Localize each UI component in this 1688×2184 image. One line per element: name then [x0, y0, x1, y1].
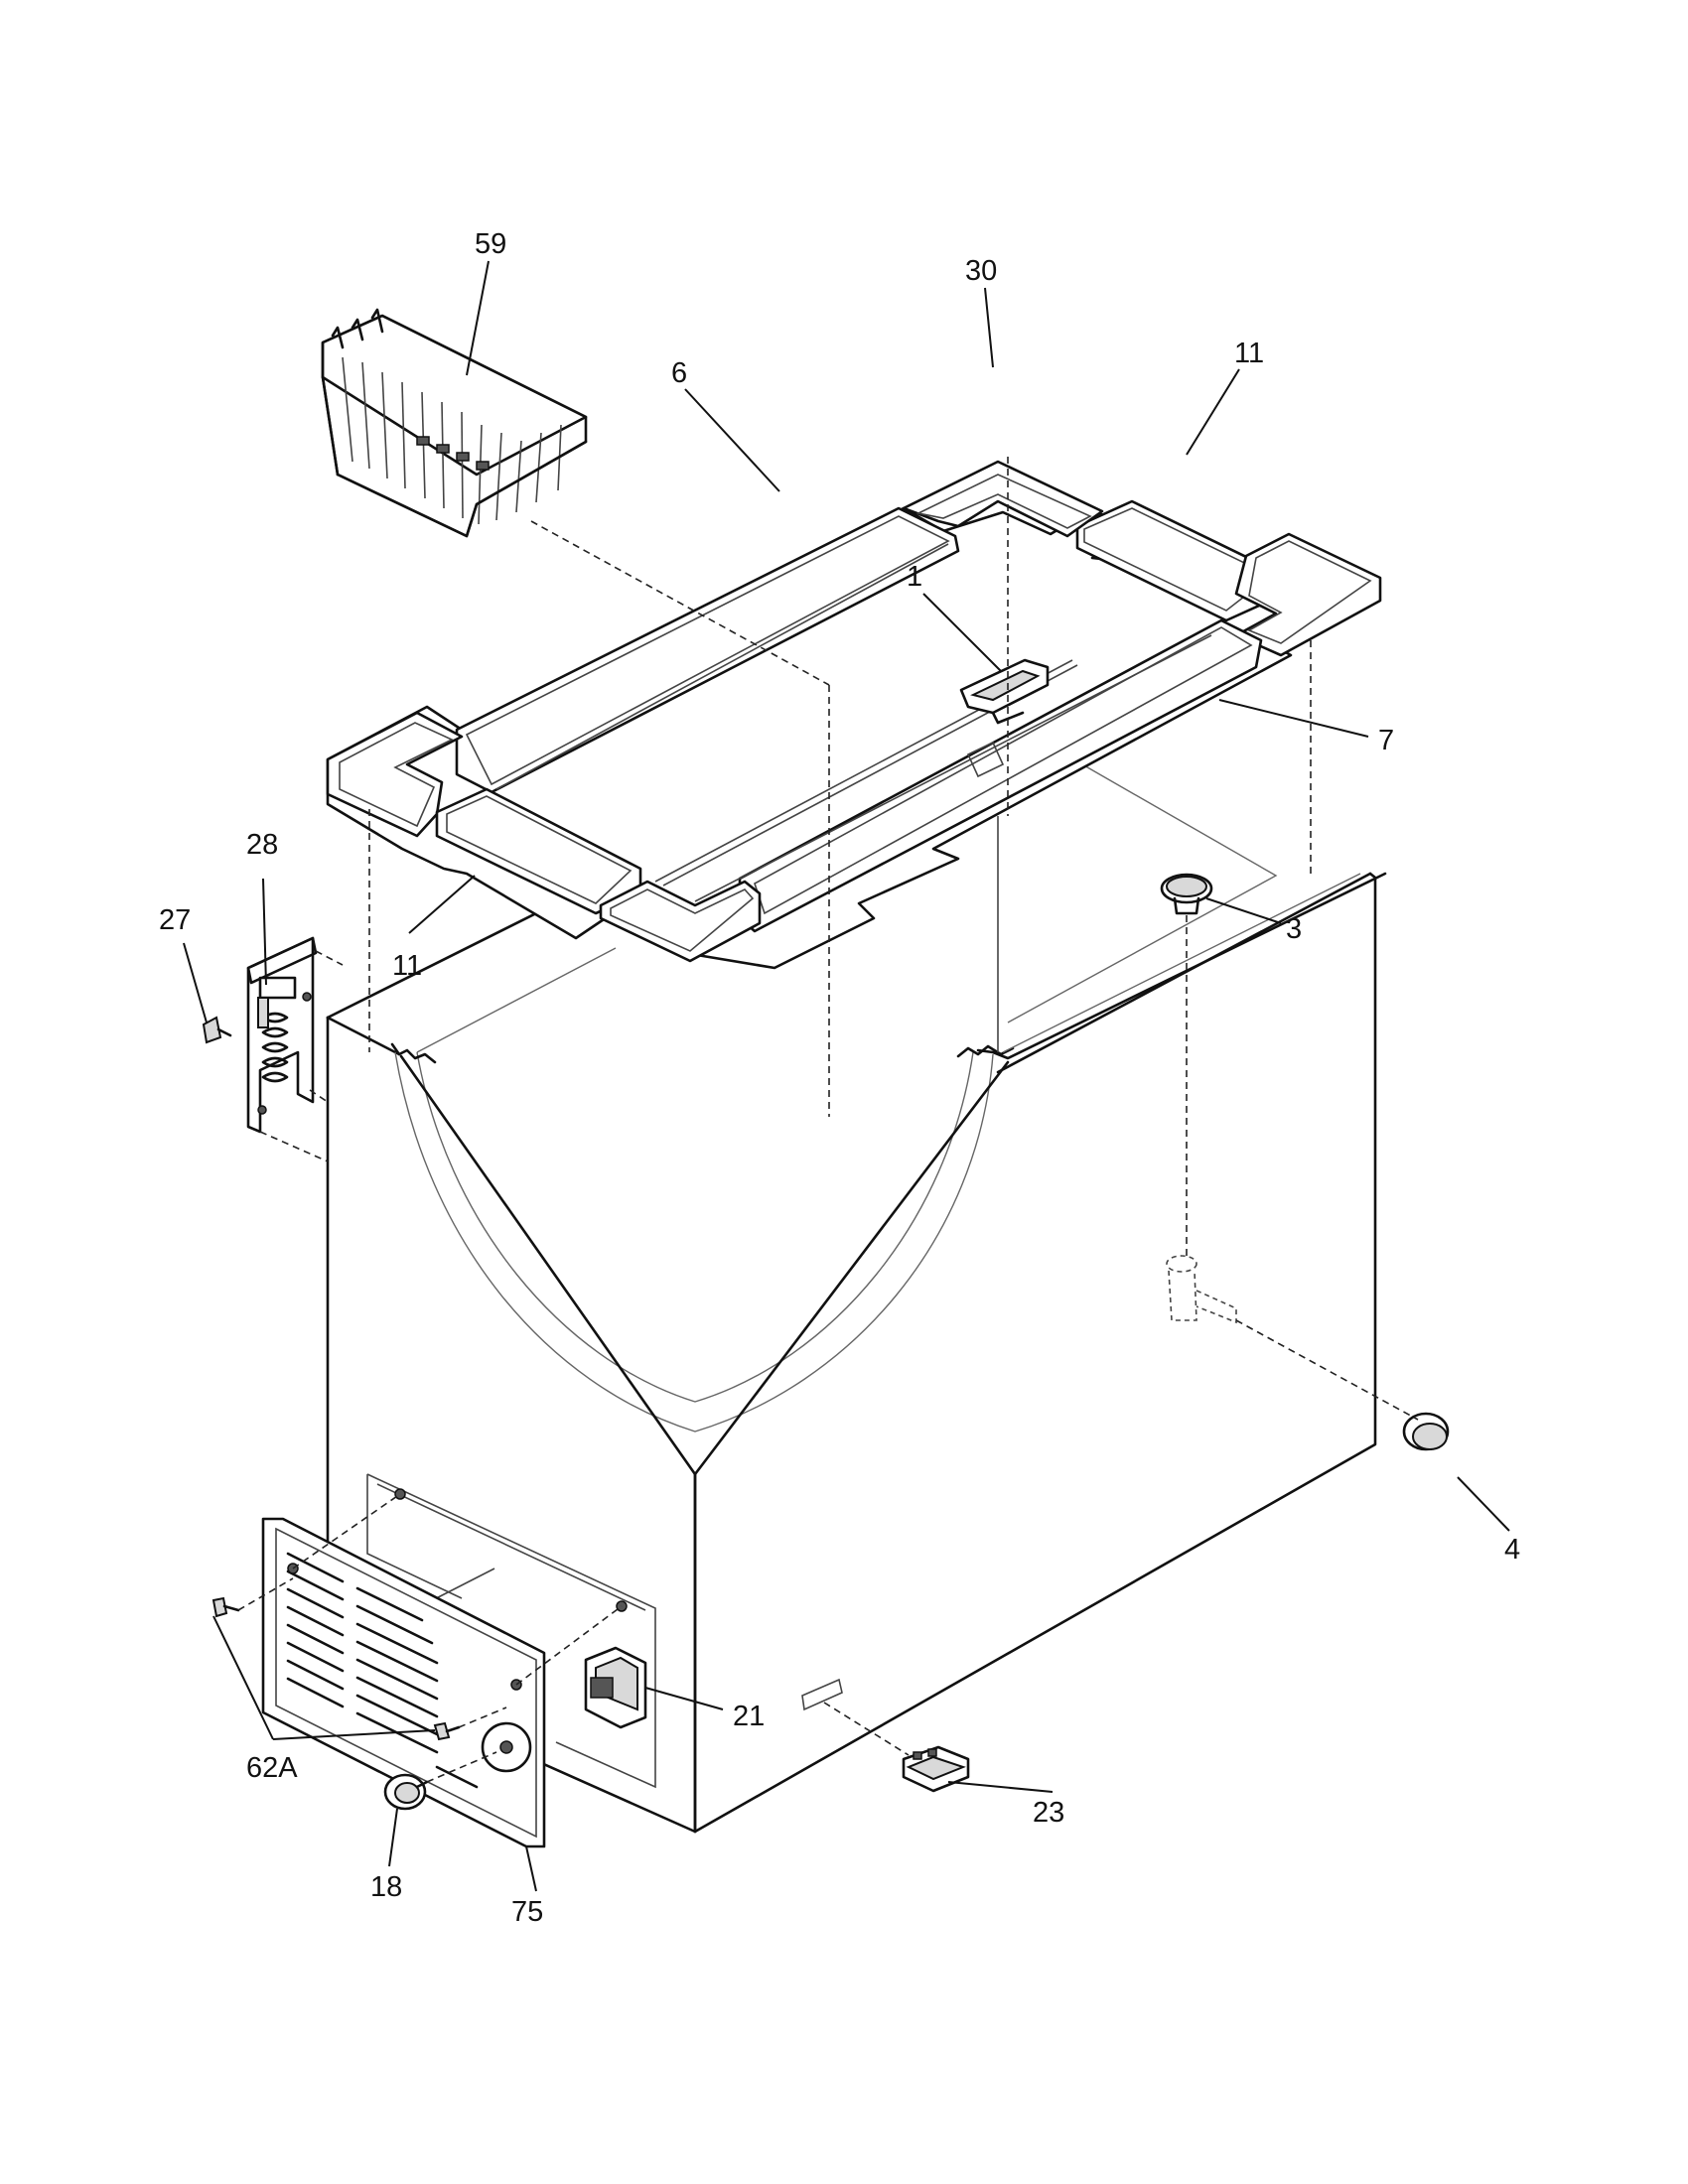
- callout-59: 59: [475, 228, 506, 260]
- callout-7: 7: [1378, 725, 1394, 756]
- callout-11-right: 11: [1234, 338, 1264, 369]
- callout-28: 28: [246, 829, 278, 861]
- callout-1: 1: [907, 561, 922, 593]
- callout-21: 21: [733, 1701, 765, 1732]
- lid-gasket-frame: [326, 460, 1382, 970]
- leader-lines: [183, 260, 1510, 1892]
- callout-27: 27: [159, 904, 191, 936]
- lid-hinge: [246, 936, 318, 1134]
- callout-4: 4: [1504, 1534, 1520, 1566]
- callout-30: 30: [965, 255, 997, 287]
- callout-62A: 62A: [246, 1752, 298, 1784]
- front-grille: [261, 1517, 546, 1848]
- grille-screw-right: [433, 1721, 461, 1741]
- thermostat-control: [584, 1646, 647, 1729]
- drain-tube: [1166, 1255, 1237, 1324]
- grille-plug: [383, 1773, 429, 1811]
- drain-cap: [1402, 1412, 1450, 1451]
- freezer-basket: [321, 308, 588, 538]
- signal-light-switch: [902, 1745, 970, 1793]
- assembly-lines: [237, 457, 1419, 1783]
- callout-18: 18: [370, 1871, 402, 1903]
- callout-labels: 59 30 11 6 1 7 28 27 11 3 4 21 62A 23 18…: [159, 228, 1520, 1928]
- callout-23: 23: [1033, 1797, 1064, 1829]
- grille-screw-left: [211, 1596, 240, 1618]
- callout-3: 3: [1286, 913, 1302, 945]
- callout-11-left: 11: [392, 950, 422, 982]
- drain-plug: [1160, 873, 1213, 915]
- hinge-screw: [202, 1016, 232, 1044]
- callout-6: 6: [671, 357, 687, 389]
- callout-75: 75: [511, 1896, 543, 1928]
